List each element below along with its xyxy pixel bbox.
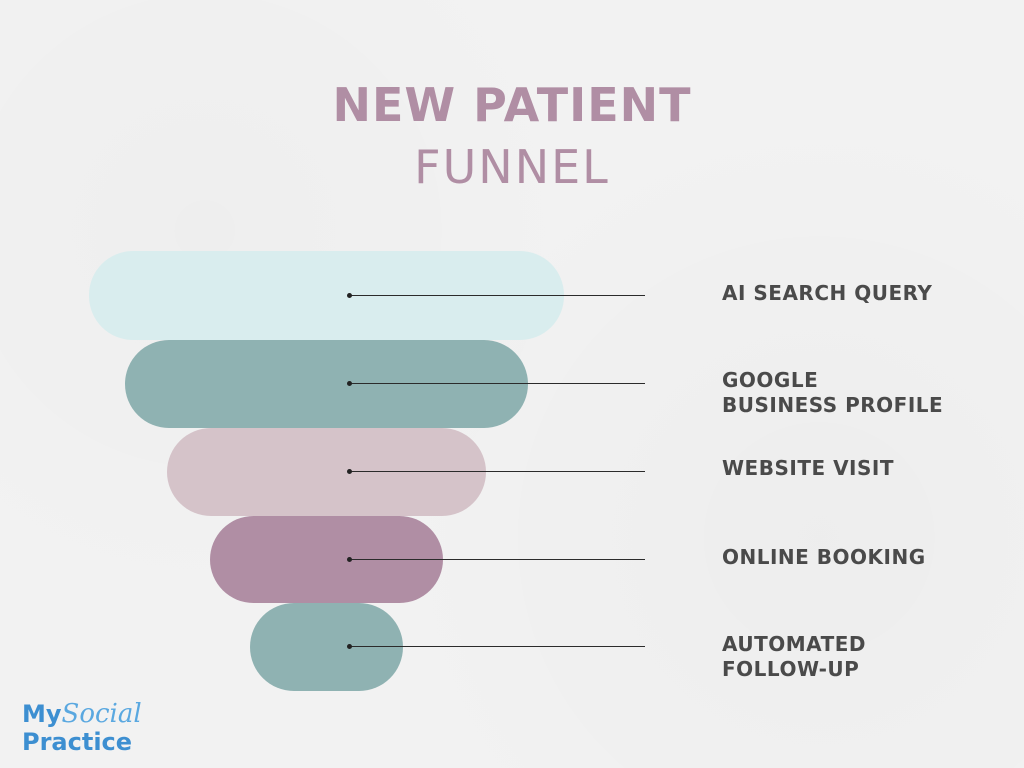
stage-label-line: GOOGLE <box>722 368 819 392</box>
brand-logo: MySocial Practice <box>22 699 142 756</box>
title-line-2: FUNNEL <box>414 140 610 194</box>
connector-line <box>349 559 645 560</box>
funnel-stage-shape <box>167 428 486 516</box>
logo-word-social: Social <box>61 699 142 729</box>
stage-label-4: ONLINE BOOKING <box>722 545 926 570</box>
connector-dot-icon <box>347 469 352 474</box>
funnel-stage-shape <box>125 340 528 428</box>
funnel-stage-3 <box>167 428 486 516</box>
connector-line <box>349 646 645 647</box>
connector-dot-icon <box>347 644 352 649</box>
logo-word-practice: Practice <box>22 728 133 756</box>
connector-line <box>349 471 645 472</box>
connector-line <box>349 295 645 296</box>
funnel-stage-shape <box>250 603 403 691</box>
stage-label-3: WEBSITE VISIT <box>722 456 894 481</box>
stage-label-line: AUTOMATED <box>722 632 866 656</box>
stage-label-line: WEBSITE VISIT <box>722 456 894 480</box>
stage-label-line: ONLINE BOOKING <box>722 545 926 569</box>
logo-word-my: My <box>22 700 62 728</box>
connector-dot-icon <box>347 557 352 562</box>
funnel-stage-2 <box>125 340 528 428</box>
stage-label-line: BUSINESS PROFILE <box>722 393 944 417</box>
stage-label-line: FOLLOW-UP <box>722 657 860 681</box>
stage-label-line: AI SEARCH QUERY <box>722 281 933 305</box>
stage-label-1: AI SEARCH QUERY <box>722 281 932 306</box>
connector-line <box>349 383 645 384</box>
connector-dot-icon <box>347 293 352 298</box>
title-line-1: NEW PATIENT <box>332 78 692 132</box>
funnel-stage-5 <box>250 603 403 691</box>
connector-dot-icon <box>347 381 352 386</box>
